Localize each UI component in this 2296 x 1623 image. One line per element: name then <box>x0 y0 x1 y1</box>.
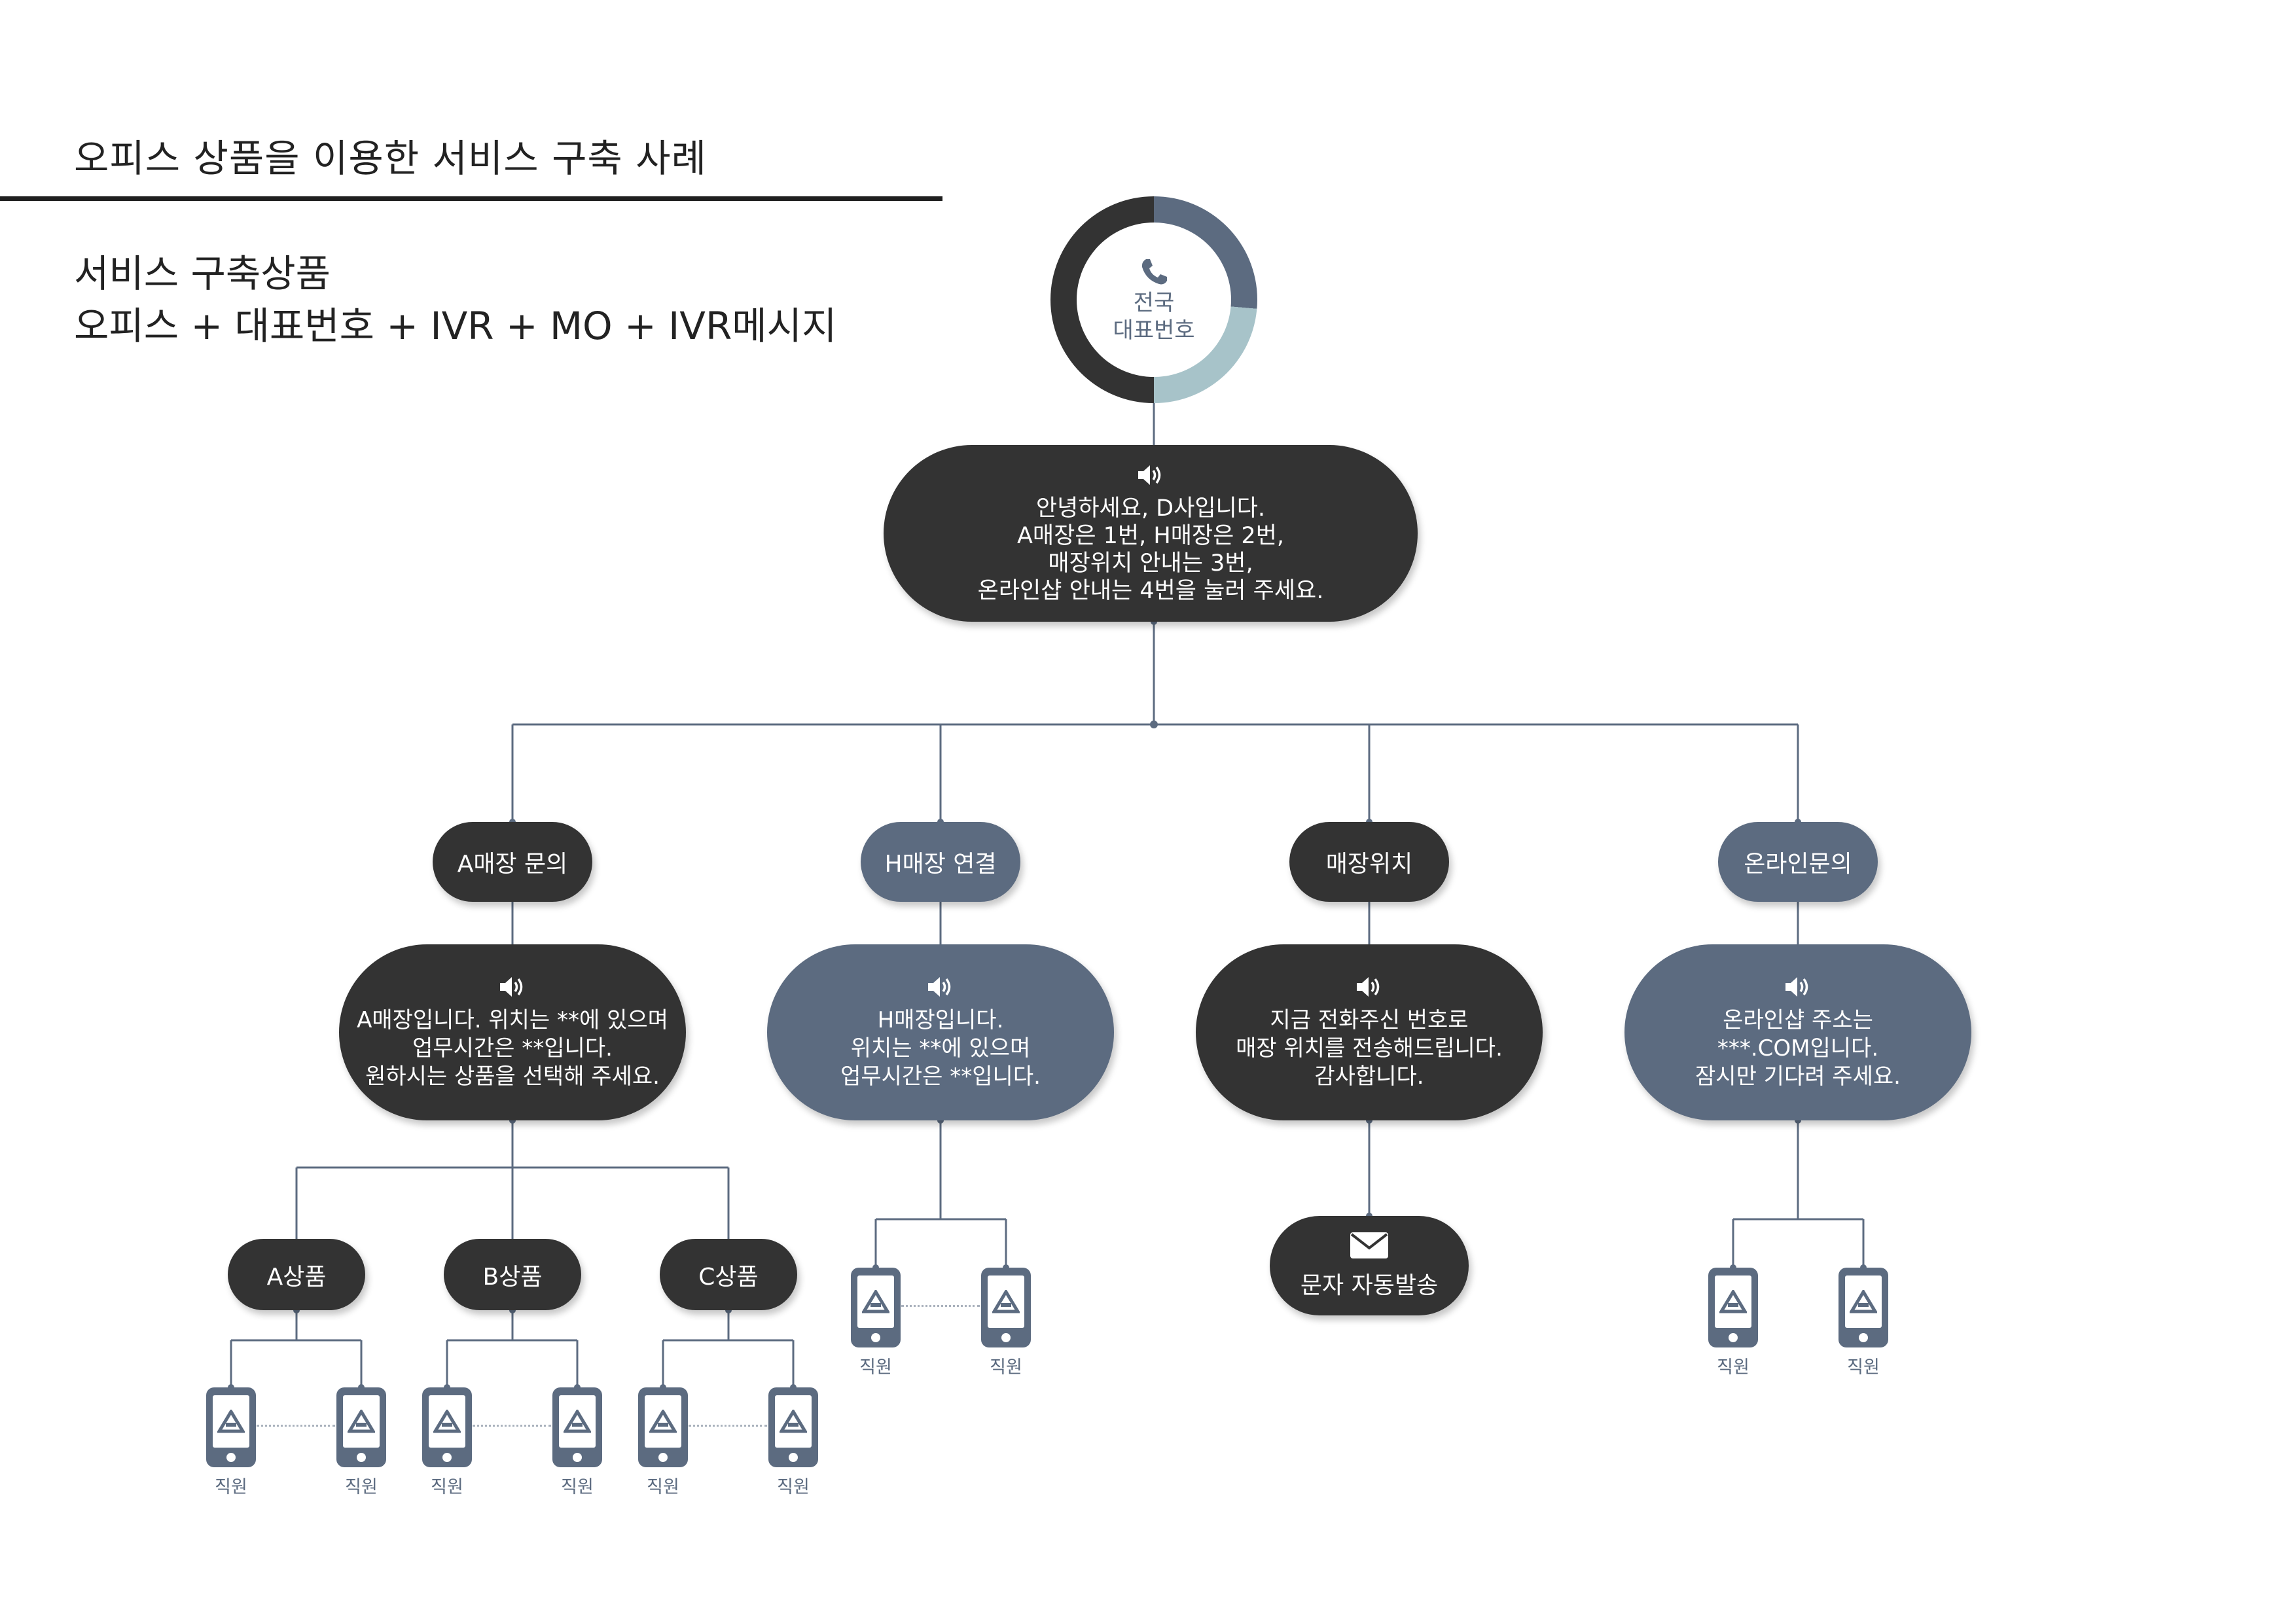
branch-message-a-store: A매장입니다. 위치는 **에 있으며 업무시간은 **입니다. 원하시는 상품… <box>339 944 686 1120</box>
staff-phone: 직원 <box>849 1268 903 1378</box>
online-line-1: 온라인샵 주소는 <box>1723 1007 1873 1033</box>
subtitle-line-1: 서비스 구축상품 <box>74 251 331 296</box>
product-a: A상품 <box>228 1239 365 1310</box>
logo-icon <box>564 1410 591 1433</box>
a-store-line-3: 원하시는 상품을 선택해 주세요. <box>365 1063 660 1090</box>
staff-link <box>901 1305 980 1307</box>
logo-icon <box>348 1410 375 1433</box>
staff-phone: 직원 <box>204 1387 258 1498</box>
subtitle-line-2: 오피스 + 대표번호 + IVR + MO + IVR메시지 <box>74 304 837 348</box>
hub-center: 전국 대표번호 <box>1077 223 1231 377</box>
online-line-3: 잠시만 기다려 주세요. <box>1695 1063 1901 1090</box>
greeting-line-2: A매장은 1번, H매장은 2번, <box>1016 523 1285 549</box>
branch-label-online: 온라인문의 <box>1718 822 1878 902</box>
logo-icon <box>1719 1290 1747 1313</box>
location-line-1: 지금 전화주신 번호로 <box>1270 1007 1469 1033</box>
greeting-line-3: 매장위치 안내는 3번, <box>1048 550 1253 577</box>
phone-icon <box>1141 259 1167 285</box>
h-store-line-3: 업무시간은 **입니다. <box>840 1063 1041 1090</box>
staff-label: 직원 <box>561 1477 594 1497</box>
greeting-line-4: 온라인샵 안내는 4번을 눌러 주세요. <box>977 578 1324 604</box>
speaker-icon <box>1785 977 1808 997</box>
staff-label: 직원 <box>647 1477 679 1497</box>
logo-icon <box>992 1290 1020 1313</box>
greeting-line-1: 안녕하세요, D사입니다. <box>1035 495 1266 522</box>
staff-phone: 직원 <box>979 1268 1033 1378</box>
page-title: 오피스 상품을 이용한 서비스 구축 사례 <box>74 136 707 181</box>
logo-icon <box>433 1410 461 1433</box>
hub-line-1: 전국 <box>1133 290 1175 316</box>
staff-phone: 직원 <box>420 1387 474 1498</box>
greeting-message: 안녕하세요, D사입니다. A매장은 1번, H매장은 2번, 매장위치 안내는… <box>884 445 1418 622</box>
staff-label: 직원 <box>990 1357 1022 1378</box>
staff-phone: 직원 <box>1837 1268 1890 1378</box>
product-b: B상품 <box>444 1239 581 1310</box>
staff-link <box>257 1425 335 1427</box>
sms-auto-send: 문자 자동발송 <box>1270 1216 1469 1315</box>
staff-link <box>473 1425 551 1427</box>
hub-line-2: 대표번호 <box>1113 317 1195 344</box>
staff-label: 직원 <box>777 1477 810 1497</box>
logo-icon <box>217 1410 245 1433</box>
branch-label-a-store: A매장 문의 <box>433 822 592 902</box>
staff-phone: 직원 <box>766 1387 820 1498</box>
branch-message-h-store: H매장입니다. 위치는 **에 있으며 업무시간은 **입니다. <box>767 944 1114 1120</box>
logo-icon <box>862 1290 889 1313</box>
staff-phone: 직원 <box>636 1387 690 1498</box>
envelope-icon <box>1350 1232 1388 1258</box>
speaker-icon <box>500 977 523 997</box>
staff-phone: 직원 <box>550 1387 604 1498</box>
staff-label: 직원 <box>431 1477 463 1497</box>
online-line-2: ***.COM입니다. <box>1717 1035 1879 1061</box>
branch-label-location: 매장위치 <box>1289 822 1449 902</box>
speaker-icon <box>1357 977 1380 997</box>
sms-label: 문자 자동발송 <box>1300 1272 1439 1299</box>
title-divider <box>0 196 942 201</box>
product-c: C상품 <box>660 1239 797 1310</box>
a-store-line-2: 업무시간은 **입니다. <box>412 1035 613 1061</box>
location-line-3: 감사합니다. <box>1314 1063 1424 1090</box>
staff-label: 직원 <box>345 1477 378 1497</box>
branch-label-h-store: H매장 연결 <box>861 822 1020 902</box>
staff-link <box>689 1425 767 1427</box>
branch-message-location: 지금 전화주신 번호로 매장 위치를 전송해드립니다. 감사합니다. <box>1196 944 1543 1120</box>
logo-icon <box>780 1410 807 1433</box>
staff-phone: 직원 <box>1706 1268 1760 1378</box>
branch-message-online: 온라인샵 주소는 ***.COM입니다. 잠시만 기다려 주세요. <box>1624 944 1971 1120</box>
representative-number-hub: 전국 대표번호 <box>1050 196 1257 403</box>
speaker-icon <box>928 977 951 997</box>
h-store-line-2: 위치는 **에 있으며 <box>850 1035 1031 1061</box>
staff-label: 직원 <box>1717 1357 1749 1378</box>
location-line-2: 매장 위치를 전송해드립니다. <box>1236 1035 1503 1061</box>
a-store-line-1: A매장입니다. 위치는 **에 있으며 <box>357 1007 668 1033</box>
logo-icon <box>649 1410 677 1433</box>
h-store-line-1: H매장입니다. <box>877 1007 1004 1033</box>
staff-phone: 직원 <box>334 1387 388 1498</box>
speaker-icon <box>1138 465 1161 485</box>
service-products: 서비스 구축상품 오피스 + 대표번호 + IVR + MO + IVR메시지 <box>74 247 836 352</box>
logo-icon <box>1850 1290 1877 1313</box>
staff-label: 직원 <box>215 1477 247 1497</box>
staff-label: 직원 <box>859 1357 892 1378</box>
staff-label: 직원 <box>1847 1357 1880 1378</box>
